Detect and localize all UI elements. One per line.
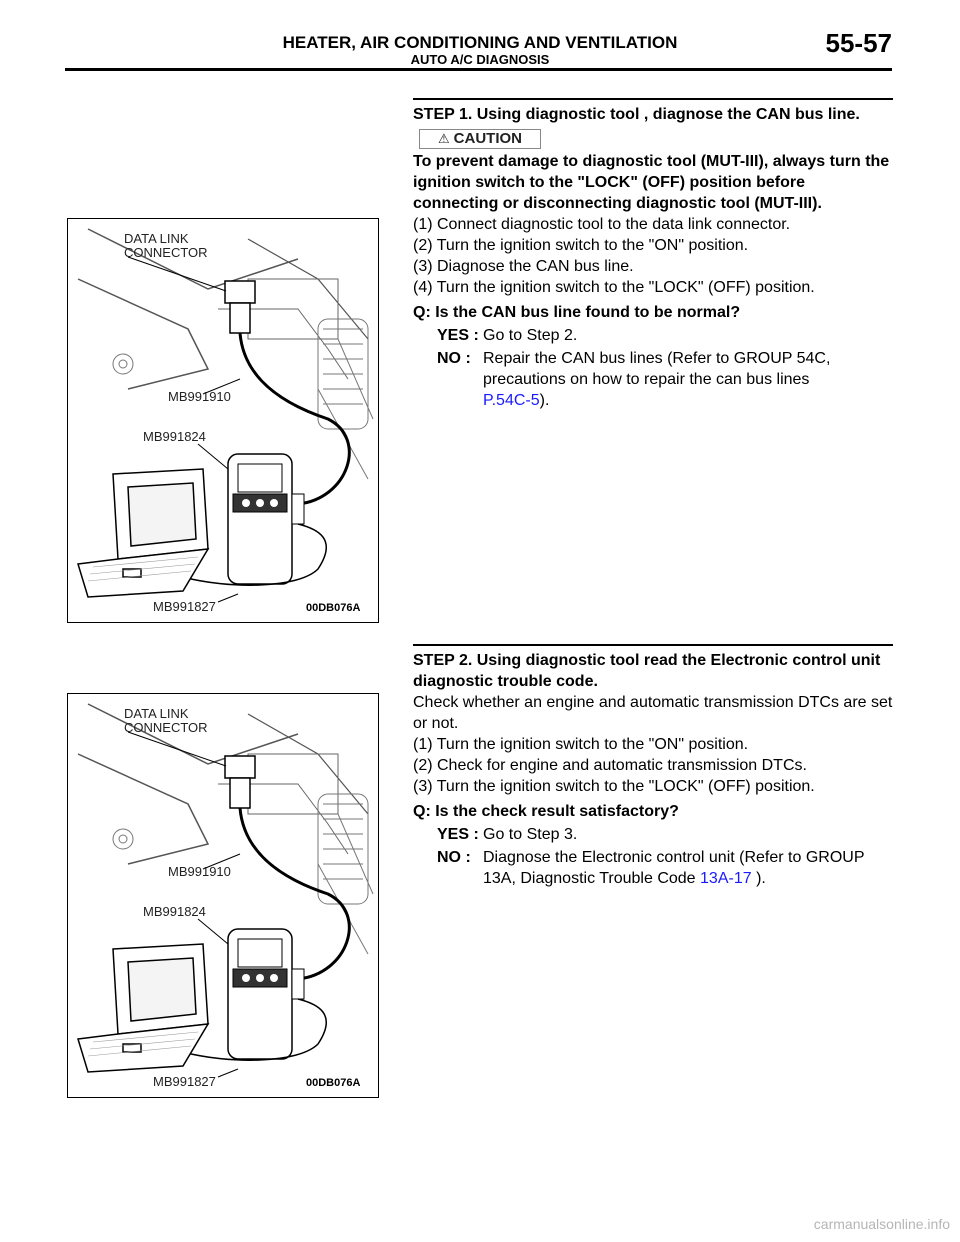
instruction-item: (4) Turn the ignition switch to the "LOC…: [413, 279, 815, 296]
label-data-link-line2: CONNECTOR: [124, 245, 208, 260]
caution-text: To prevent damage to diagnostic tool (MU…: [413, 153, 890, 212]
yes-text: Go to Step 3.: [483, 826, 578, 843]
step-1-block: STEP 1. Using diagnostic tool , diagnose…: [413, 98, 893, 411]
answer-yes: YES : Go to Step 3.: [413, 824, 893, 845]
figure-code: 00DB076A: [306, 602, 360, 614]
label-mb991827: MB991827: [153, 599, 216, 614]
no-suffix: ).: [751, 870, 766, 887]
step-2-block: STEP 2. Using diagnostic tool read the E…: [413, 644, 893, 889]
yes-label: YES :: [437, 327, 479, 344]
diagnostic-connection-illustration: DATA LINK CONNECTOR MB991910 MB991824 MB…: [77, 703, 374, 1089]
section-title: HEATER, AIR CONDITIONING AND VENTILATION: [282, 33, 678, 52]
label-mb991824: MB991824: [143, 429, 206, 444]
label-mb991824: MB991824: [143, 904, 206, 919]
no-text-wrapper: Diagnose the Electronic control unit (Re…: [483, 847, 893, 889]
step-rule: [413, 644, 893, 646]
answer-no: NO : Repair the CAN bus lines (Refer to …: [413, 348, 893, 411]
instruction-item: (1) Turn the ignition switch to the "ON"…: [413, 736, 749, 753]
instruction-item: (3) Diagnose the CAN bus line.: [413, 258, 634, 275]
header-rule: [65, 68, 892, 71]
step-rule: [413, 98, 893, 100]
label-data-link-line2: CONNECTOR: [124, 720, 208, 735]
watermark: carmanualsonline.info: [813, 1216, 950, 1232]
page-number: 55-57: [825, 28, 893, 58]
figure-diagnostic-tool-connection-1: DATA LINK CONNECTOR MB991910 MB991824 MB…: [67, 218, 379, 623]
no-text-wrapper: Repair the CAN bus lines (Refer to GROUP…: [483, 348, 893, 411]
caution-box: ⚠CAUTION: [419, 129, 541, 149]
label-data-link-line1: DATA LINK: [124, 706, 189, 721]
figure-code: 00DB076A: [306, 1077, 360, 1089]
label-data-link-line1: DATA LINK: [124, 231, 189, 246]
answer-yes: YES : Go to Step 2.: [413, 325, 893, 346]
reference-link[interactable]: P.54C-5: [483, 392, 540, 409]
figure-diagnostic-tool-connection-2: DATA LINK CONNECTOR MB991910 MB991824 MB…: [67, 693, 379, 1098]
step-2-question: Q: Is the check result satisfactory?: [413, 803, 679, 820]
step-1-question: Q: Is the CAN bus line found to be norma…: [413, 304, 741, 321]
instruction-item: (1) Connect diagnostic tool to the data …: [413, 216, 791, 233]
no-suffix: ).: [539, 392, 550, 409]
label-mb991827: MB991827: [153, 1074, 216, 1089]
no-text: Diagnose the Electronic control unit (Re…: [483, 849, 865, 887]
step-1-heading: STEP 1. Using diagnostic tool , diagnose…: [413, 106, 860, 123]
warning-triangle-icon: ⚠: [438, 131, 450, 146]
instruction-item: (3) Turn the ignition switch to the "LOC…: [413, 778, 815, 795]
no-label: NO :: [437, 849, 471, 866]
yes-text: Go to Step 2.: [483, 327, 578, 344]
diagnostic-connection-illustration: DATA LINK CONNECTOR MB991910 MB991824 MB…: [77, 228, 374, 614]
label-mb991910: MB991910: [168, 389, 231, 404]
answer-no: NO : Diagnose the Electronic control uni…: [413, 847, 893, 889]
reference-link[interactable]: 13A-17: [700, 870, 752, 887]
step-2-heading: STEP 2. Using diagnostic tool read the E…: [413, 652, 881, 690]
yes-label: YES :: [437, 826, 479, 843]
instruction-item: (2) Check for engine and automatic trans…: [413, 757, 807, 774]
section-subtitle: AUTO A/C DIAGNOSIS: [410, 52, 550, 67]
instruction-item: (2) Turn the ignition switch to the "ON"…: [413, 237, 749, 254]
no-text: Repair the CAN bus lines (Refer to GROUP…: [483, 350, 831, 388]
no-label: NO :: [437, 350, 471, 367]
caution-label: CAUTION: [453, 130, 522, 147]
step-2-intro: Check whether an engine and automatic tr…: [413, 694, 893, 732]
label-mb991910: MB991910: [168, 864, 231, 879]
